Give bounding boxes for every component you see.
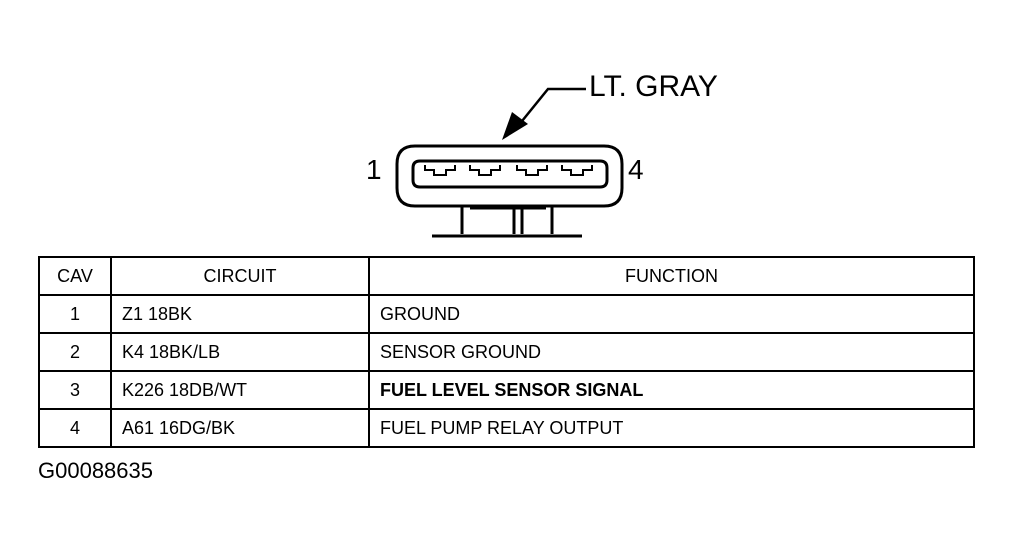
cav-cell: 1: [38, 294, 112, 334]
circuit-cell: K4 18BK/LB: [110, 332, 370, 372]
circuit-cell: K226 18DB/WT: [110, 370, 370, 410]
table-row: 2 K4 18BK/LB SENSOR GROUND: [38, 332, 975, 372]
connector-housing: [395, 144, 624, 208]
pinout-table: CAV CIRCUIT FUNCTION 1 Z1 18BK GROUND 2 …: [38, 256, 975, 448]
header-cav: CAV: [38, 256, 112, 296]
cav-cell: 2: [38, 332, 112, 372]
connector-base: [432, 206, 582, 238]
table-header-row: CAV CIRCUIT FUNCTION: [38, 256, 975, 296]
function-cell: FUEL LEVEL SENSOR SIGNAL: [368, 370, 975, 410]
pin-4-label: 4: [628, 154, 644, 185]
function-cell: GROUND: [368, 294, 975, 334]
header-function: FUNCTION: [368, 256, 975, 296]
circuit-cell: A61 16DG/BK: [110, 408, 370, 448]
function-cell: SENSOR GROUND: [368, 332, 975, 372]
table-row: 3 K226 18DB/WT FUEL LEVEL SENSOR SIGNAL: [38, 370, 975, 410]
figure-id: G00088635: [38, 458, 153, 483]
circuit-cell: Z1 18BK: [110, 294, 370, 334]
cav-cell: 3: [38, 370, 112, 410]
pin-1-label: 1: [366, 154, 382, 185]
table-row: 1 Z1 18BK GROUND: [38, 294, 975, 334]
function-cell: FUEL PUMP RELAY OUTPUT: [368, 408, 975, 448]
table-row: 4 A61 16DG/BK FUEL PUMP RELAY OUTPUT: [38, 408, 975, 448]
header-circuit: CIRCUIT: [110, 256, 370, 296]
connector-terminals: [424, 165, 593, 188]
color-leader-arrow: [502, 87, 586, 140]
connector-color-label: LT. GRAY: [589, 70, 718, 103]
cav-cell: 4: [38, 408, 112, 448]
connector-diagram: [395, 87, 624, 238]
